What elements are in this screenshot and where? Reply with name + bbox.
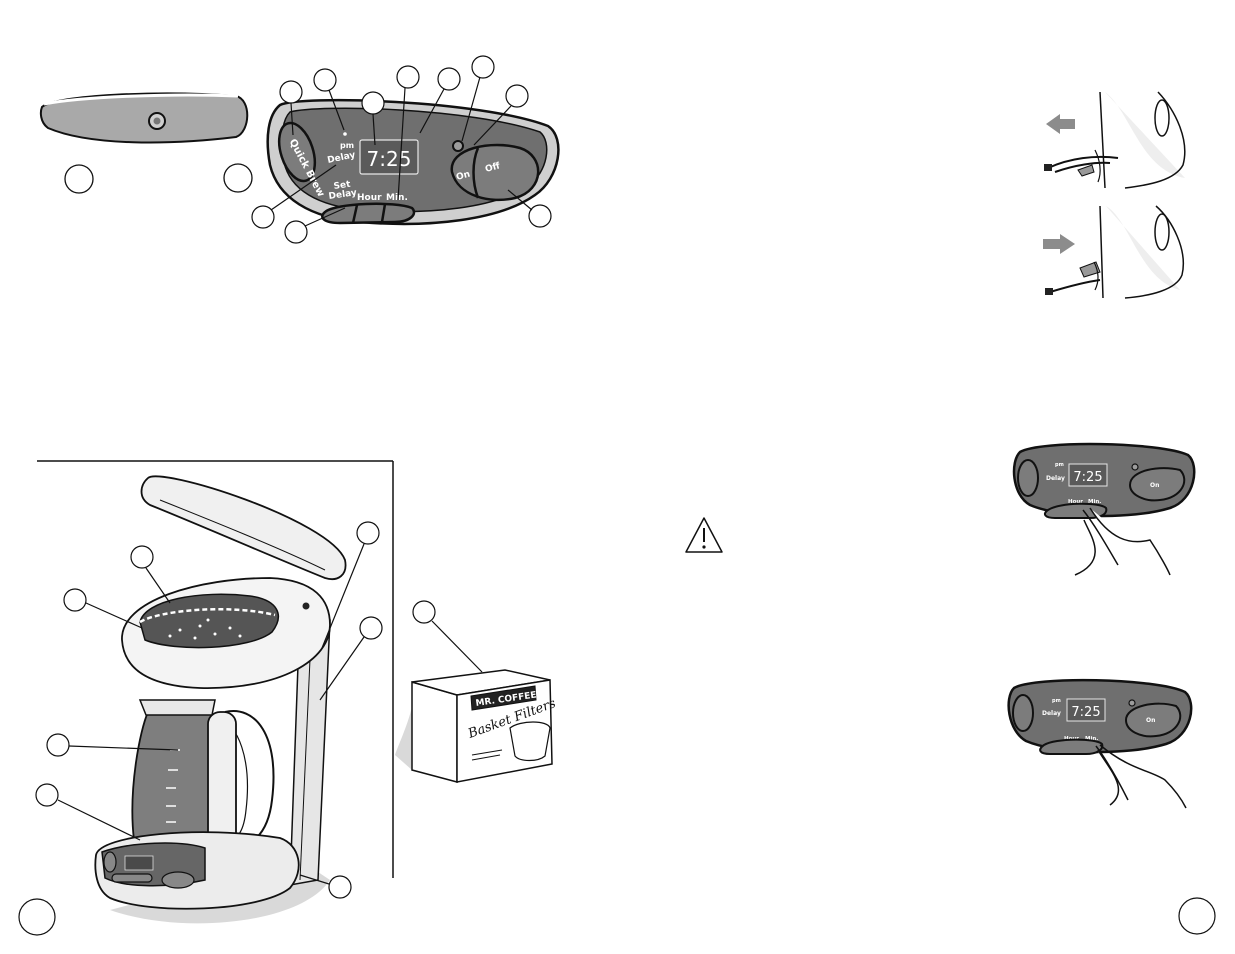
small-panel-1-min: Min. xyxy=(1088,499,1101,505)
pm-indicator-dot xyxy=(343,132,347,136)
set-delay-hour-min-buttons[interactable] xyxy=(321,202,416,225)
small-panel-1-hour: Hour xyxy=(1068,499,1083,505)
callout-circle xyxy=(223,163,253,193)
small-panel-2-clock: 7:25 xyxy=(1071,705,1100,720)
page-number-circle-left xyxy=(18,898,56,936)
arrow-left-icon xyxy=(1046,114,1075,134)
small-panel-1-clock: 7:25 xyxy=(1073,470,1102,485)
coffee-maker-leader-lines xyxy=(57,543,483,885)
filter-cup-icon xyxy=(509,721,551,762)
control-panel-illustration: Quick Brew Delay pm 7:25 Set Delay Hour … xyxy=(266,98,560,226)
small-panel-1-delay: Delay xyxy=(1046,475,1065,482)
control-panel-callouts xyxy=(251,55,552,244)
off-label: Off xyxy=(484,161,502,175)
cord-storage-illustration-2 xyxy=(1043,205,1184,299)
control-panel-leader-lines xyxy=(270,76,533,227)
small-panel-2-on: On xyxy=(1146,717,1155,724)
small-control-panel-2: Delay pm 7:25 Hour Min. On xyxy=(1007,678,1193,809)
power-indicator-light xyxy=(452,140,464,152)
coffee-maker-callouts xyxy=(35,521,436,899)
page-number-circle-right xyxy=(1178,897,1216,935)
small-panel-2-delay: Delay xyxy=(1042,710,1061,717)
set-delay-label-line1: Set xyxy=(333,180,352,192)
small-panel-1-on: On xyxy=(1150,482,1159,489)
clock-display xyxy=(359,139,419,175)
arrow-right-icon xyxy=(1043,234,1075,254)
min-label: Min. xyxy=(386,193,408,203)
hour-label: Hour xyxy=(357,193,382,203)
housing-cover-illustration xyxy=(39,92,249,144)
callout-circle xyxy=(64,164,94,194)
warning-triangle-icon xyxy=(685,517,723,553)
coffee-maker-illustration xyxy=(94,475,347,924)
cord-storage-illustration-1 xyxy=(1044,91,1186,189)
small-control-panel-1: Delay pm 7:25 Hour Min. On xyxy=(1012,442,1196,576)
quick-brew-button[interactable] xyxy=(273,119,322,186)
small-panel-2-pm: pm xyxy=(1052,698,1061,704)
set-delay-label-line2: Delay xyxy=(328,188,358,202)
clock-display-text: 7:25 xyxy=(367,147,412,171)
small-panel-1-pm: pm xyxy=(1055,462,1064,468)
small-panel-2-min: Min. xyxy=(1085,736,1098,742)
on-label: On xyxy=(455,170,471,183)
pm-label: pm xyxy=(340,141,354,150)
filter-box-illustration: MR. COFFEE Basket Filters xyxy=(395,669,558,783)
